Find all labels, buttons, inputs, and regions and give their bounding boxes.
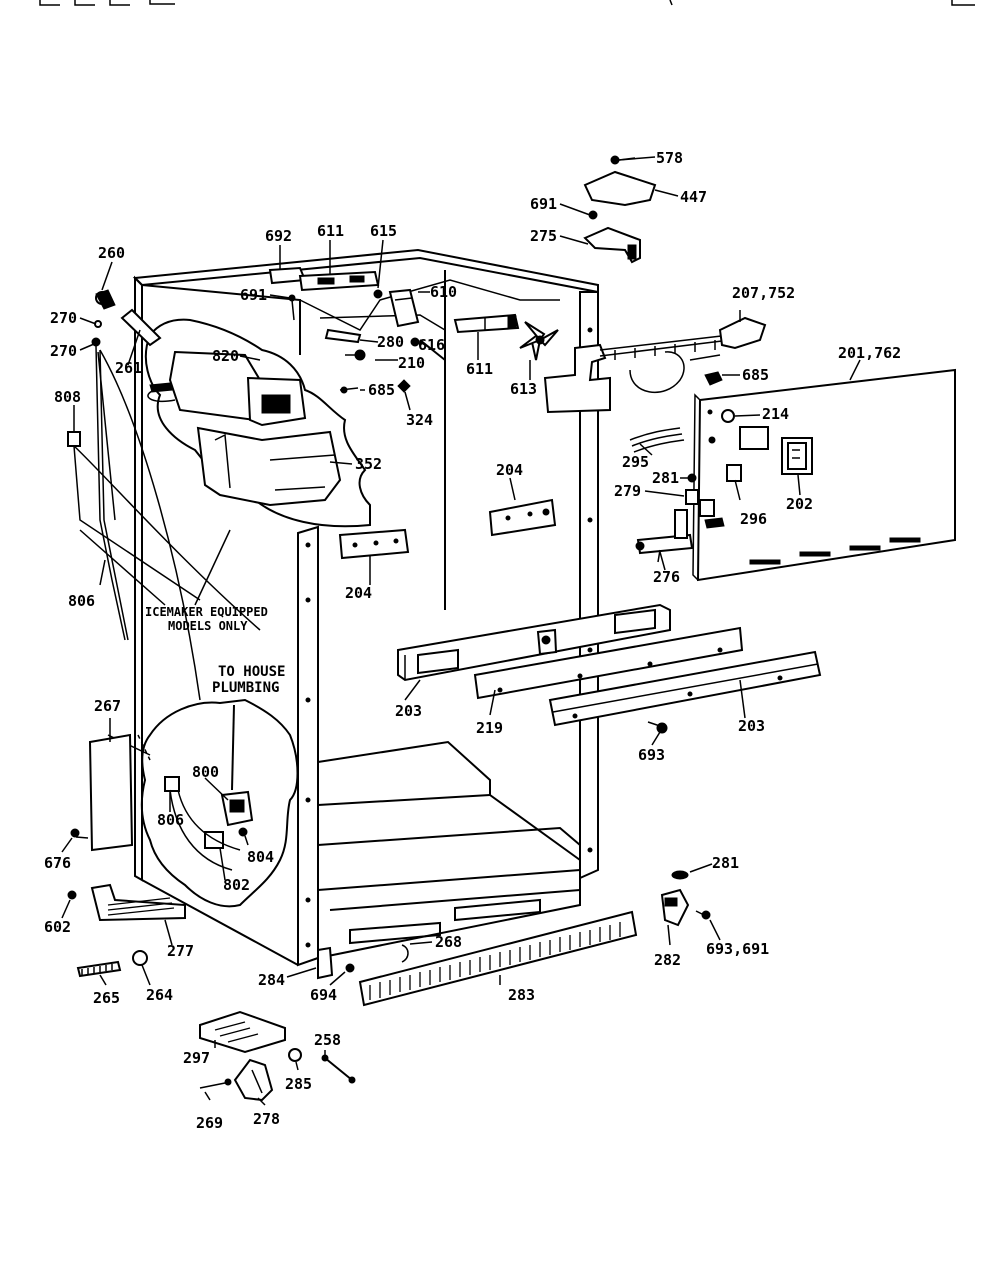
callout-281: 281 [712,854,739,872]
callout-691: 691 [240,286,267,304]
top-right-cover-parts [583,155,657,264]
mullion-and-trim-bars [397,603,822,734]
callout-802: 802 [223,876,250,894]
callout-447: 447 [680,188,707,206]
callout-268: 268 [435,933,462,951]
damper-control-assembly [543,316,767,414]
callout-693: 693 [638,746,665,764]
callout-611: 611 [317,222,344,240]
note-icemaker-line2: MODELS ONLY [168,619,248,633]
callout-260: 260 [98,244,125,262]
callout-280: 280 [377,333,404,351]
callout-297: 297 [183,1049,210,1067]
callout-207-752: 207,752 [732,284,795,302]
callout-295: 295 [622,453,649,471]
callout-214: 214 [762,405,789,423]
callout-285: 285 [285,1075,312,1093]
callout-278: 278 [253,1110,280,1128]
callout-265: 265 [93,989,120,1007]
callout-602: 602 [44,918,71,936]
callout-800: 800 [192,763,219,781]
control-panel-assembly [629,368,956,582]
callout-281: 281 [652,469,679,487]
icemaker-assembly [147,350,342,507]
callout-276: 276 [653,568,680,586]
bottom-hinge-parts [199,1010,356,1102]
callout-283: 283 [508,986,535,1004]
base-grille-parts [317,870,711,1007]
callout-204: 204 [345,584,372,602]
callout-693-691: 693,691 [706,940,769,958]
note-plumbing-line2: PLUMBING [212,680,279,696]
callout-264: 264 [146,986,173,1004]
lower-left-parts [67,733,186,978]
callout-267: 267 [94,697,121,715]
plumbing-cloud-outline [107,698,299,908]
callout-202: 202 [786,495,813,513]
callout-691: 691 [530,195,557,213]
callout-270: 270 [50,342,77,360]
callout-806: 806 [157,811,184,829]
notes: ICEMAKER EQUIPPED MODELS ONLY TO HOUSE P… [145,605,285,696]
callout-284: 284 [258,971,285,989]
callout-808: 808 [54,388,81,406]
callout-685: 685 [368,381,395,399]
note-icemaker-line1: ICEMAKER EQUIPPED [145,605,268,619]
shelf-brackets [338,498,557,560]
callout-613: 613 [510,380,537,398]
callout-615: 615 [370,222,397,240]
callout-203: 203 [395,702,422,720]
callout-269: 269 [196,1114,223,1132]
callout-694: 694 [310,986,337,1004]
callout-labels: 578 447 691 275 260 692 611 615 691 610 … [44,149,901,1132]
callout-279: 279 [614,482,641,500]
callout-275: 275 [530,227,557,245]
callout-692: 692 [265,227,292,245]
callout-277: 277 [167,942,194,960]
callout-258: 258 [314,1031,341,1049]
callout-282: 282 [654,951,681,969]
callout-203: 203 [738,717,765,735]
callout-204: 204 [496,461,523,479]
callout-270: 270 [50,309,77,327]
callout-806: 806 [68,592,95,610]
callout-611: 611 [466,360,493,378]
callout-610: 610 [430,283,457,301]
callout-578: 578 [656,149,683,167]
water-line-components [67,289,261,701]
cabinet-shell [132,248,599,967]
callout-820: 820 [212,347,239,365]
callout-201-762: 201,762 [838,344,901,362]
callout-324: 324 [406,411,433,429]
callout-296: 296 [740,510,767,528]
callout-616: 616 [418,336,445,354]
water-valve-assembly [164,704,254,871]
top-fan-assembly [268,266,559,394]
callout-676: 676 [44,854,71,872]
callout-685: 685 [742,366,769,384]
callout-804: 804 [247,848,274,866]
callout-219: 219 [476,719,503,737]
note-plumbing-line1: TO HOUSE [218,664,285,680]
callout-261: 261 [115,359,142,377]
callout-352: 352 [355,455,382,473]
callout-210: 210 [398,354,425,372]
leader-lines [61,156,861,1106]
cropped-header-marks [39,0,975,6]
icemaker-cloud-outline [144,318,371,528]
